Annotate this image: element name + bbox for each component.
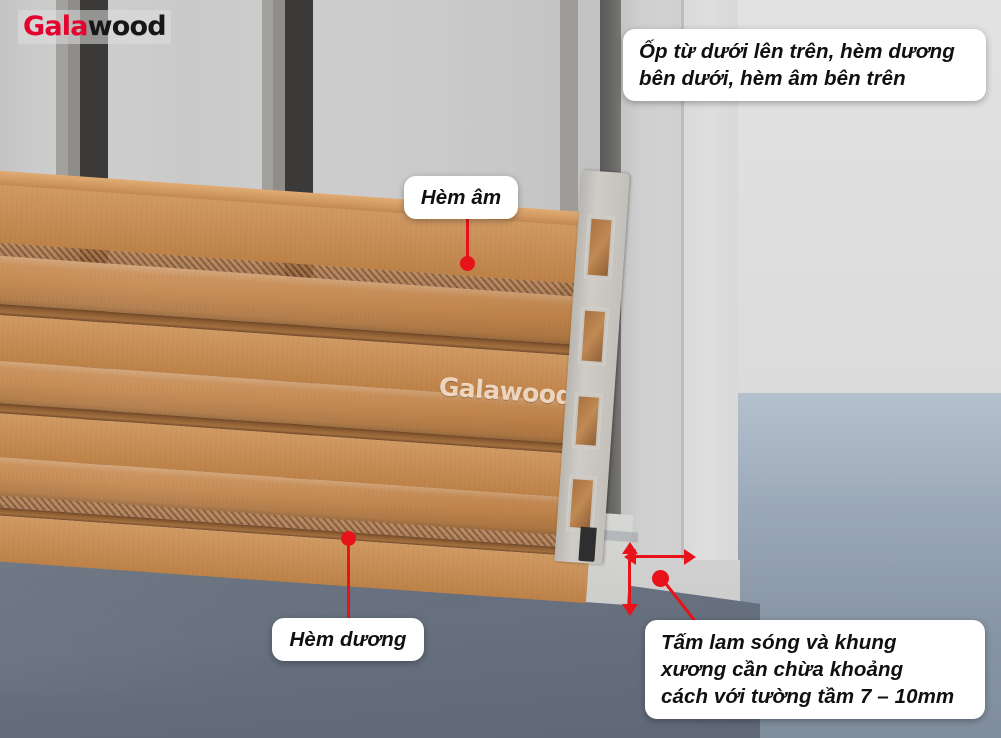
profile-chamber-4 [565, 474, 598, 533]
profile-chamber-1 [583, 214, 616, 281]
brand-logo: Galawood [18, 10, 171, 44]
profile-chamber-inner-2 [581, 310, 606, 362]
profile-bottom-clip [578, 526, 597, 562]
profile-chamber-2 [577, 306, 610, 367]
profile-chamber-inner-1 [587, 218, 612, 277]
wood-slat-panel [0, 170, 628, 614]
brand-logo-gala: Gala [23, 11, 88, 42]
brand-logo-wood: wood [87, 11, 167, 42]
gap-arrow-horizontal [630, 555, 686, 558]
profile-chamber-3 [571, 392, 604, 450]
pillar-return-face [684, 0, 738, 640]
gap-arrow-vertical [628, 552, 631, 610]
gap-arrow-head-right [684, 549, 696, 565]
profile-chamber-inner-4 [569, 479, 594, 529]
callout-wall-gap-note: Tấm lam sóng và khung xương cần chừa kho… [645, 620, 985, 720]
leader-line-hem-am [466, 218, 469, 263]
gap-arrow-head-up [622, 542, 638, 554]
profile-chamber-inner-3 [575, 396, 599, 446]
pillar-edge [681, 0, 686, 636]
gap-arrow-head-down [622, 604, 638, 616]
callout-hem-duong: Hèm dương [272, 618, 424, 662]
callout-hem-am: Hèm âm [404, 176, 518, 220]
callout-install-direction: Ốp từ dưới lên trên, hèm dương bên dưới,… [623, 29, 986, 102]
leader-line-hem-duong [347, 538, 350, 620]
leader-dot-hem-am [460, 256, 475, 271]
leader-dot-hem-duong [341, 531, 356, 546]
